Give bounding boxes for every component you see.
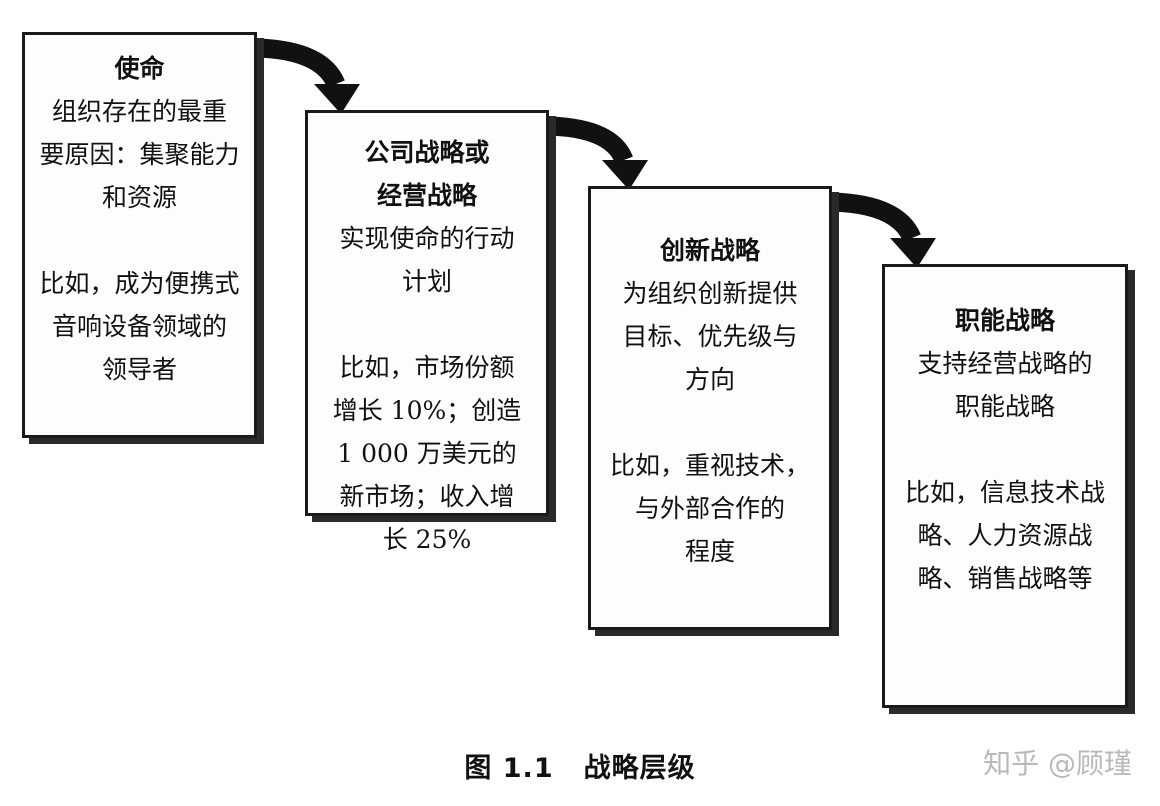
- box-title: 使命: [114, 54, 165, 83]
- figure-title: 战略层级: [583, 753, 696, 784]
- box-title: 公司战略或: [364, 138, 490, 167]
- box-desc-line: 方向: [684, 365, 735, 394]
- box-desc-line: 实现使命的行动: [339, 224, 515, 253]
- box-example-line: 略、销售战略等: [917, 564, 1093, 593]
- figure-number: 图 1.1: [464, 753, 554, 784]
- box-desc-line: 计划: [401, 267, 452, 296]
- box-desc-line: 目标、优先级与: [622, 322, 798, 351]
- box-example-line: 领导者: [101, 355, 177, 384]
- arrow-innovation-to-functional: [831, 192, 936, 268]
- box-desc-line: 为组织创新提供: [622, 279, 798, 308]
- functional-strategy-box: 职能战略 支持经营战略的 职能战略 比如，信息技术战 略、人力资源战 略、销售战…: [882, 264, 1128, 708]
- box-desc-line: 支持经营战略的: [917, 349, 1093, 378]
- spacer: [308, 303, 546, 346]
- figure-caption: 图 1.1 战略层级: [0, 746, 1160, 785]
- box-title-line2: 经营战略: [376, 181, 477, 210]
- box-desc-line: 和资源: [101, 183, 177, 212]
- box-example-line: 长 25%: [382, 525, 472, 554]
- box-title: 创新战略: [659, 236, 760, 265]
- box-desc-line: 组织存在的最重: [51, 97, 227, 126]
- innovation-strategy-box: 创新战略 为组织创新提供 目标、优先级与 方向 比如，重视技术， 与外部合作的 …: [588, 186, 832, 630]
- box-example-line: 音响设备领域的: [51, 312, 227, 341]
- box-example-line: 增长 10%；创造: [332, 396, 522, 425]
- box-example-line: 略、人力资源战: [917, 521, 1093, 550]
- corporate-strategy-box: 公司战略或 经营战略 实现使命的行动 计划 比如，市场份额 增长 10%；创造 …: [305, 110, 549, 554]
- box-example-line: 比如，信息技术战: [904, 478, 1105, 507]
- box-example-line: 与外部合作的: [634, 494, 785, 523]
- arrow-corporate-to-innovation: [548, 116, 648, 190]
- box-example-line: 1 000 万美元的: [337, 439, 517, 468]
- mission-box: 使命 组织存在的最重 要原因：集聚能力 和资源 比如，成为便携式 音响设备领域的…: [22, 32, 257, 438]
- arrow-mission-to-corporate: [256, 38, 360, 114]
- box-example-line: 程度: [684, 537, 735, 566]
- spacer: [25, 219, 254, 262]
- box-example-line: 新市场；收入增: [339, 482, 515, 511]
- box-example-line: 比如，重视技术，: [609, 451, 810, 480]
- spacer: [885, 428, 1125, 471]
- spacer: [591, 401, 829, 444]
- box-desc-line: 职能战略: [954, 392, 1055, 421]
- box-desc-line: 要原因：集聚能力: [39, 140, 240, 169]
- box-title: 职能战略: [954, 306, 1055, 335]
- watermark: 知乎 @顾瑾: [983, 747, 1132, 780]
- box-example-line: 比如，市场份额: [339, 353, 515, 382]
- box-example-line: 比如，成为便携式: [39, 269, 240, 298]
